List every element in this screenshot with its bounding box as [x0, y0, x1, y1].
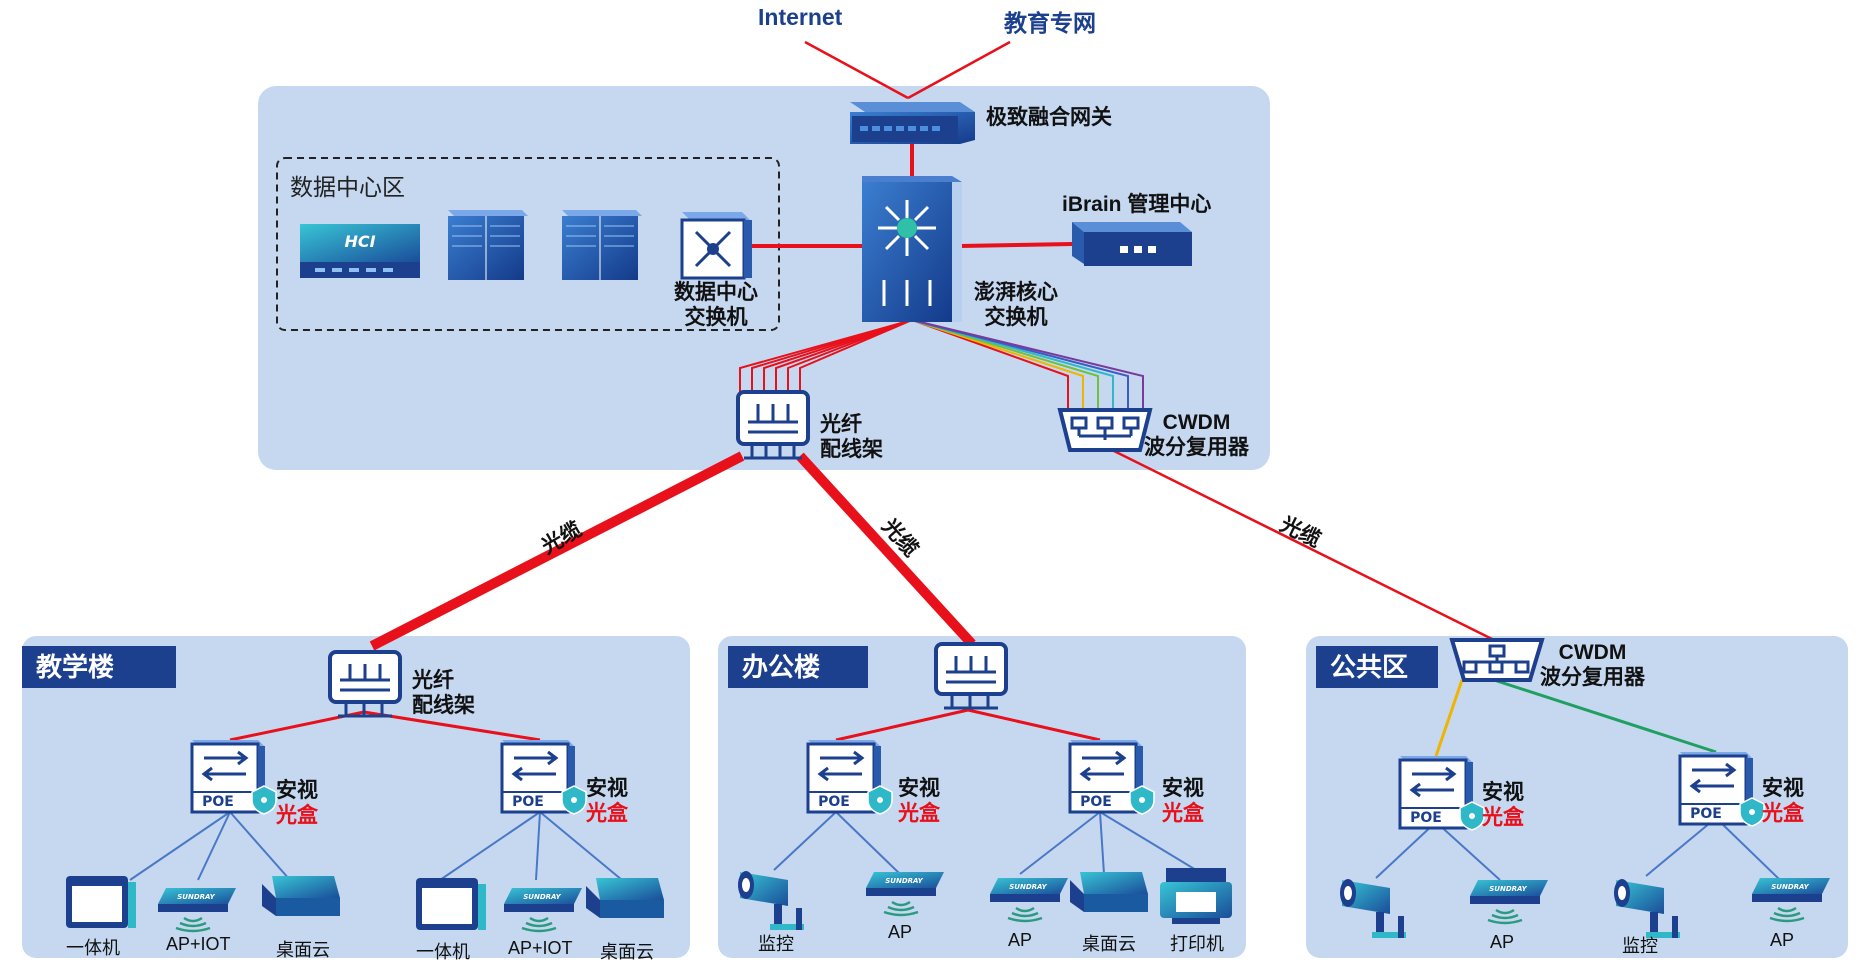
dynamic-devices: POE POE SUNDRAY SUNDRAY POE POE SUNDRAY SUNDRAY… — [66, 740, 1830, 938]
teaching-device-label: 桌面云 — [276, 940, 330, 960]
public-device-label: AP — [1490, 932, 1515, 952]
teaching-device-label: 桌面云 — [600, 942, 654, 962]
ap-icon: SUNDRAY — [1470, 880, 1548, 925]
cwdm-public — [1449, 638, 1545, 682]
poe-box-public-1: POE — [1398, 756, 1485, 831]
ibrain-label: iBrain 管理中心 — [1062, 193, 1212, 216]
teaching-zone-title: 教学楼 — [22, 646, 176, 688]
core-to-cwdm-fibers — [911, 319, 1144, 410]
poe-box-teaching-2: POE — [500, 740, 587, 815]
public-device-label: AP — [1770, 930, 1795, 950]
desktop-cloud-icon — [586, 878, 664, 918]
ap-brand-label: SUNDRAY — [523, 893, 561, 901]
public-box-label-2: 安视光盒 — [1762, 777, 1804, 825]
teaching-device-label: AP+IOT — [166, 934, 231, 954]
teaching-zone-bg — [22, 636, 690, 958]
ap-brand-label: SUNDRAY — [1009, 883, 1047, 891]
office-device-label: AP — [888, 922, 913, 942]
ap-icon: SUNDRAY — [990, 878, 1068, 923]
core-switch-label: 澎湃核心交换机 — [974, 281, 1058, 329]
poe-label: POE — [512, 794, 544, 810]
poe-box-public-2: POE — [1678, 752, 1765, 827]
datacenter-switch-device — [680, 212, 752, 280]
surveillance-camera-icon — [1614, 879, 1680, 938]
ap-iot-icon: SUNDRAY — [504, 888, 582, 933]
cwdm-core — [1057, 408, 1153, 452]
printer-icon — [1160, 868, 1232, 924]
server-rack-1 — [448, 210, 528, 280]
edu-network-label: 教育专网 — [1004, 10, 1096, 36]
teaching-device-label: AP+IOT — [508, 938, 573, 958]
odf-teaching-label: 光纤配线架 — [412, 669, 475, 717]
core-zone-bg — [258, 86, 1270, 470]
ap-brand-label: SUNDRAY — [177, 893, 215, 901]
public-zone-title: 公共区 — [1316, 646, 1438, 688]
datacenter-switch-label: 数据中心交换机 — [674, 281, 758, 329]
poe-label: POE — [1690, 806, 1722, 822]
public-device-label: 监控 — [1622, 936, 1658, 956]
gateway-label: 极致融合网关 — [986, 106, 1112, 129]
teaching-device-label: 一体机 — [66, 938, 120, 958]
desktop-cloud-icon — [1070, 872, 1148, 912]
surveillance-camera-icon — [738, 871, 804, 930]
teaching-box-label-1: 安视光盒 — [276, 779, 318, 827]
ap-icon: SUNDRAY — [1752, 878, 1830, 923]
odf-core — [736, 390, 810, 460]
office-device-label: AP — [1008, 930, 1033, 950]
core-to-odf-fibers — [739, 319, 913, 395]
core-switch-device — [862, 176, 962, 322]
public-zone-bg — [1306, 636, 1848, 958]
gateway-device — [850, 102, 975, 144]
poe-label: POE — [1410, 810, 1442, 826]
office-box-label-1: 安视光盒 — [898, 777, 940, 825]
ibrain-device — [1072, 222, 1192, 266]
ap-brand-label: SUNDRAY — [1771, 883, 1809, 891]
hci-appliance: HCI — [300, 224, 420, 278]
odf-office — [934, 642, 1008, 710]
odf-core-label: 光纤配线架 — [820, 413, 883, 461]
poe-box-teaching-1: POE — [190, 740, 277, 815]
office-device-label: 监控 — [758, 934, 794, 954]
poe-box-office-1: POE — [806, 740, 893, 815]
teaching-box-label-2: 安视光盒 — [586, 777, 628, 825]
poe-label: POE — [1080, 794, 1112, 810]
public-box-label-1: 安视光盒 — [1482, 781, 1524, 829]
office-device-label: 打印机 — [1170, 934, 1224, 954]
odf-teaching — [328, 650, 402, 718]
poe-label: POE — [202, 794, 234, 810]
internet-label: Internet — [758, 4, 843, 30]
hci-logo: HCI — [344, 232, 375, 251]
office-box-label-2: 安视光盒 — [1162, 777, 1204, 825]
all-in-one-icon — [66, 876, 136, 928]
desktop-cloud-icon — [262, 876, 340, 916]
office-device-label: 桌面云 — [1082, 934, 1136, 954]
poe-box-office-2: POE — [1068, 740, 1155, 815]
ap-brand-label: SUNDRAY — [885, 877, 923, 885]
poe-label: POE — [818, 794, 850, 810]
datacenter-zone-title: 数据中心区 — [290, 174, 405, 200]
surveillance-camera-icon — [1340, 879, 1406, 938]
server-rack-2 — [562, 210, 642, 280]
teaching-device-label: 一体机 — [416, 942, 470, 962]
ap-iot-icon: SUNDRAY — [158, 888, 236, 933]
ap-icon: SUNDRAY — [866, 872, 944, 917]
office-zone-title: 办公楼 — [728, 646, 868, 688]
all-in-one-icon — [416, 878, 486, 930]
ap-brand-label: SUNDRAY — [1489, 885, 1527, 893]
